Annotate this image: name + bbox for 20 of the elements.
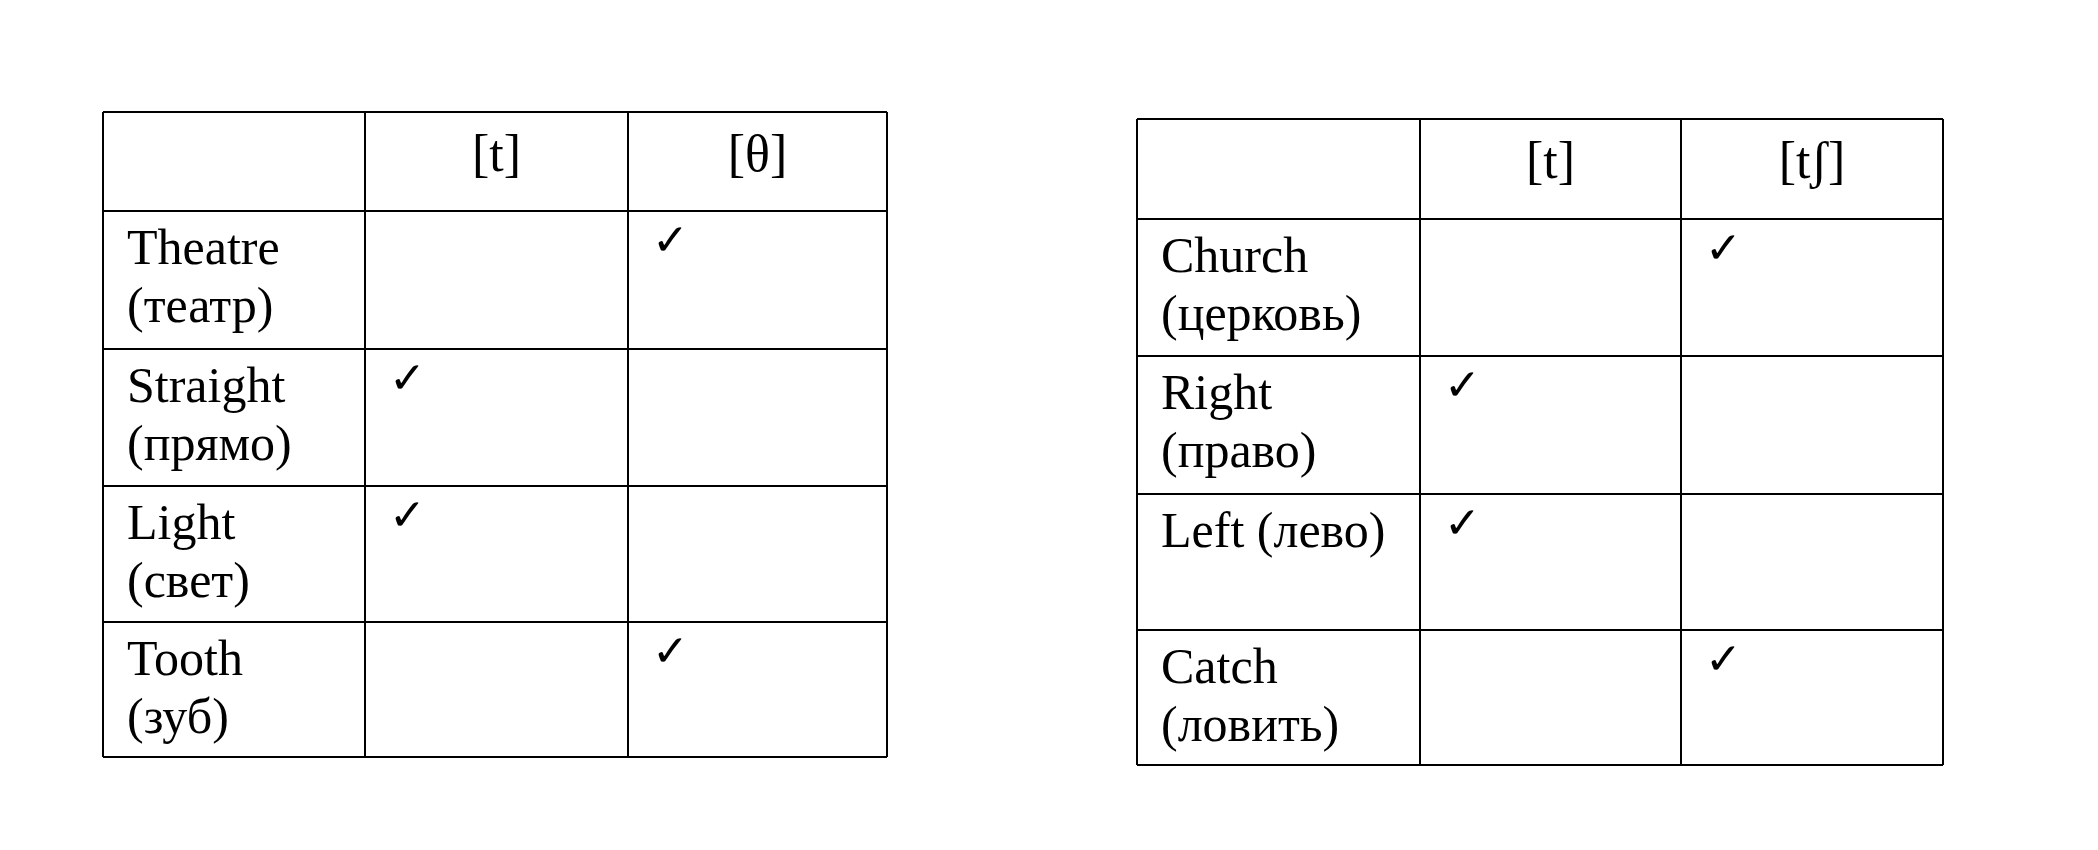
checkmark: ✓ [1444, 360, 1481, 411]
row-header: Straight (прямо) [127, 357, 293, 472]
row-header: Theatre (театр) [127, 219, 281, 334]
checkmark: ✓ [389, 353, 426, 404]
row-header: Right (право) [1161, 364, 1318, 479]
checkmark: ✓ [1444, 498, 1481, 549]
column-header: [tʃ] [1777, 131, 1847, 191]
checkmark: ✓ [652, 215, 689, 266]
checkmark: ✓ [1705, 223, 1742, 274]
row-header: Tooth (зуб) [127, 630, 244, 745]
row-header: Catch (ловить) [1161, 638, 1341, 753]
checkmark: ✓ [389, 490, 426, 541]
row-header: Church (церковь) [1161, 227, 1363, 342]
checkmark: ✓ [652, 626, 689, 677]
column-header: [t] [470, 124, 523, 184]
row-header: Left (лево) [1161, 502, 1387, 560]
column-header: [t] [1524, 131, 1577, 191]
checkmark: ✓ [1705, 634, 1742, 685]
row-header: Light (свет) [127, 494, 251, 609]
column-header: [θ] [726, 124, 789, 184]
